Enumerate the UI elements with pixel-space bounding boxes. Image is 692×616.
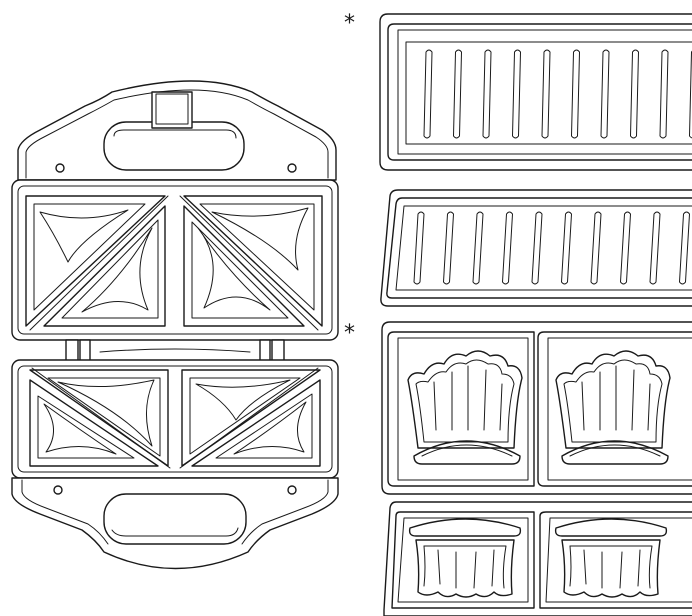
grill-rib bbox=[531, 211, 543, 285]
grill-rib bbox=[443, 211, 454, 285]
grill-rib bbox=[649, 211, 661, 285]
grill-rib bbox=[630, 49, 639, 139]
grill-rib bbox=[620, 211, 631, 285]
optional-marker: * bbox=[344, 321, 355, 346]
grill-rib bbox=[541, 49, 551, 139]
grill-rib bbox=[571, 49, 580, 139]
shell-mould-left bbox=[407, 350, 523, 465]
optional-marker: * bbox=[344, 11, 355, 36]
waffle-plate-bottom bbox=[383, 501, 692, 616]
upper-lid bbox=[11, 80, 339, 341]
indicator-light-right bbox=[287, 163, 297, 173]
hinge bbox=[65, 339, 285, 363]
grill-rib bbox=[659, 49, 669, 139]
grill-plate-bottom bbox=[380, 189, 692, 307]
latch-tab bbox=[151, 91, 193, 129]
shell-mould-perspective-right bbox=[554, 518, 668, 598]
lower-handle-slot bbox=[103, 493, 247, 545]
grill-rib bbox=[679, 211, 690, 285]
grill-rib bbox=[472, 211, 484, 285]
grill-plate-top bbox=[379, 13, 692, 171]
grill-rib bbox=[502, 211, 513, 285]
grill-rib bbox=[413, 211, 425, 285]
grill-ribs bbox=[423, 49, 692, 139]
lower-base bbox=[11, 359, 339, 570]
grill-ribs-perspective bbox=[413, 211, 690, 285]
shell-mould-perspective-left bbox=[408, 518, 522, 598]
grill-rib bbox=[512, 49, 521, 139]
grill-rib bbox=[482, 49, 492, 139]
sandwich-maker-illustration bbox=[11, 80, 339, 570]
grill-rib bbox=[600, 49, 610, 139]
grill-rib bbox=[590, 211, 602, 285]
grill-rib bbox=[689, 50, 692, 139]
grill-rib bbox=[423, 49, 433, 139]
shell-mould-right bbox=[555, 350, 671, 465]
grill-rib bbox=[561, 211, 572, 285]
waffle-plate-top bbox=[381, 321, 692, 495]
indicator-light-left bbox=[55, 163, 65, 173]
grill-rib bbox=[453, 49, 462, 139]
